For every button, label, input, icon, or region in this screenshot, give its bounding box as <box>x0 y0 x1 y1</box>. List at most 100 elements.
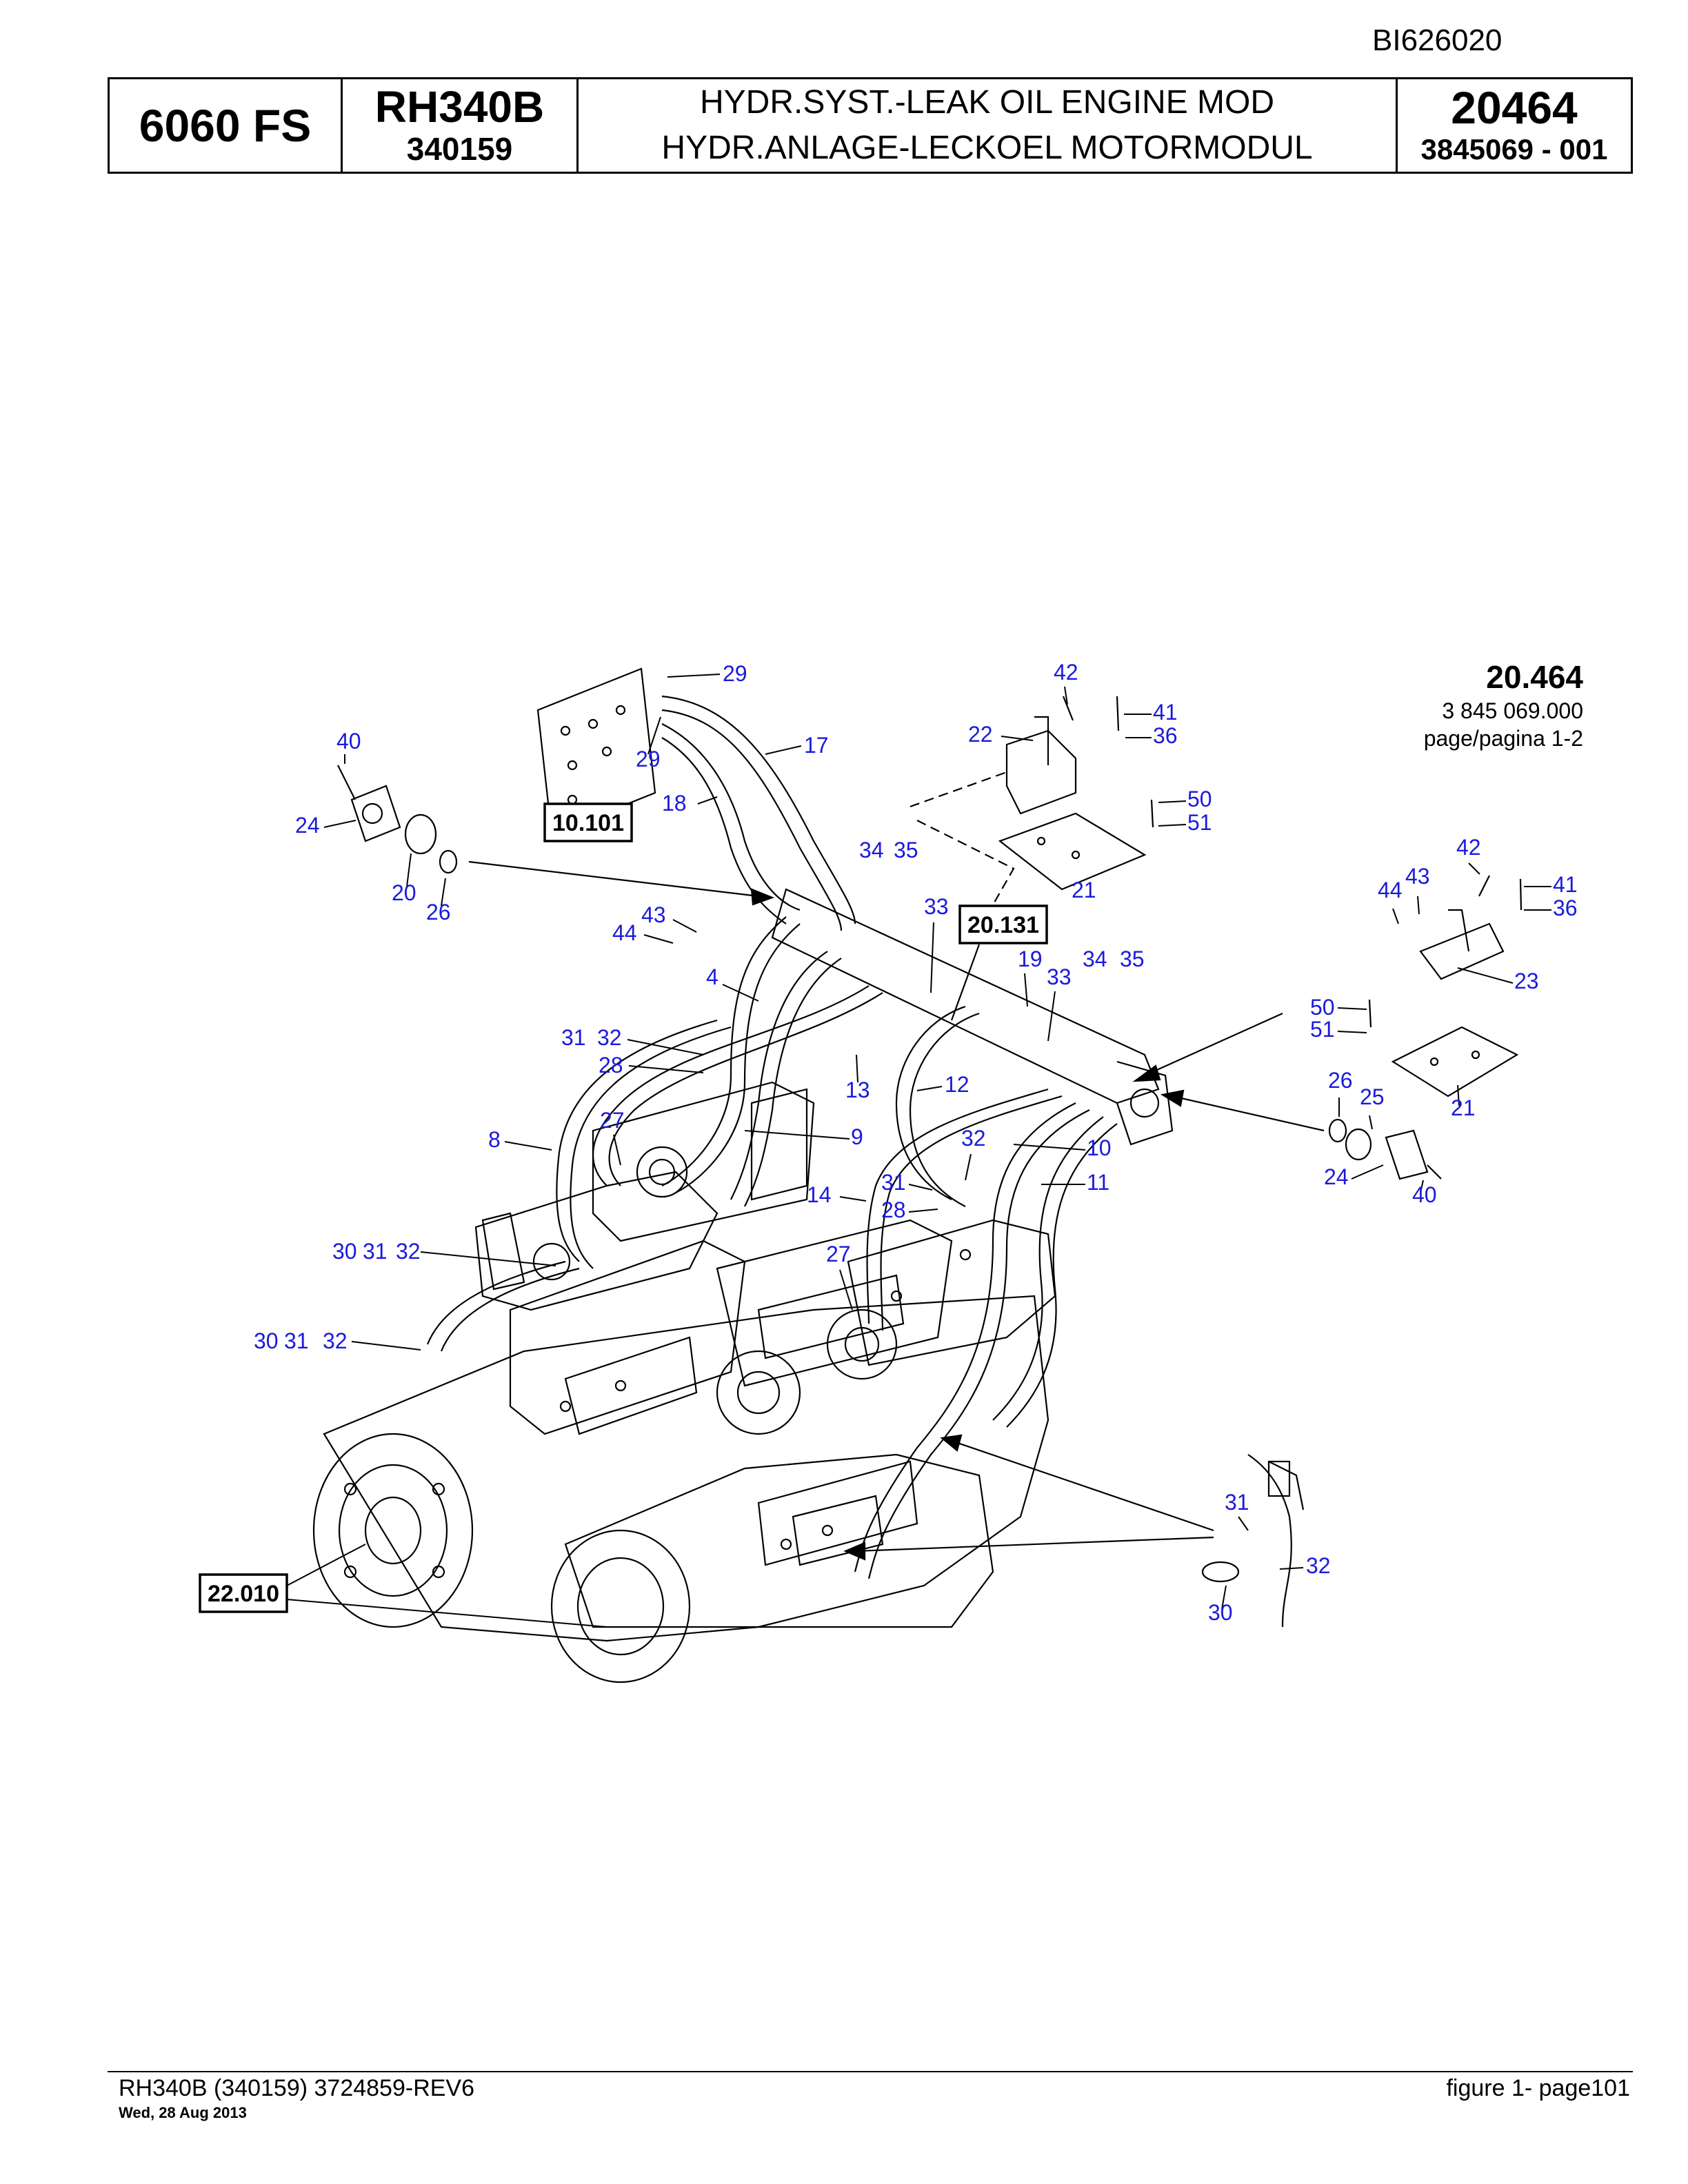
callout-leader <box>1457 967 1514 984</box>
callout-label: 19 <box>1018 947 1043 971</box>
callout-leader <box>1337 1007 1367 1010</box>
drawing-number: 3 845 069.000 <box>1442 698 1583 723</box>
callout-label: 36 <box>1153 723 1178 748</box>
footer-date: Wed, 28 Aug 2013 <box>119 2104 247 2121</box>
callout-label: 50 <box>1187 787 1212 811</box>
callout-label: 8 <box>488 1127 501 1152</box>
callout-leader <box>1158 800 1187 803</box>
document-id: BI626020 <box>1372 23 1503 57</box>
callout-leader <box>1064 686 1068 705</box>
callout-label: 27 <box>826 1242 851 1266</box>
ref-box-leaders <box>286 1544 607 1628</box>
ref-box-20131: 20.131 <box>958 904 1048 944</box>
callout-leader <box>504 1141 552 1151</box>
callout-label: 34 <box>859 838 884 862</box>
group-number: 20464 <box>1451 82 1578 133</box>
callout-leader <box>441 878 446 907</box>
callout-label: 42 <box>1054 660 1078 685</box>
callout-leader <box>965 1153 972 1181</box>
callout-label: 9 <box>851 1124 863 1149</box>
callout-label: 26 <box>1328 1068 1353 1093</box>
callout-label: 28 <box>881 1197 906 1222</box>
part-number: 3845069 - 001 <box>1420 133 1608 165</box>
callout-label: 27 <box>600 1108 625 1133</box>
callout-label: 21 <box>1451 1095 1476 1120</box>
callout-label: 40 <box>336 729 361 754</box>
callout-leader <box>420 1251 556 1266</box>
callout-leader <box>1457 1084 1460 1106</box>
callout-label: 24 <box>1324 1164 1349 1189</box>
callout-leader <box>1279 1567 1304 1570</box>
callout-leader <box>1337 1031 1367 1033</box>
footer-page-ref: figure 1- page101 <box>1446 2075 1630 2101</box>
title-german: HYDR.ANLAGE-LECKOEL MOTORMODUL <box>661 130 1313 166</box>
callout-label: 12 <box>945 1072 969 1097</box>
serial-label: 340159 <box>406 131 513 167</box>
callout-leader <box>930 922 934 993</box>
callout-label: 31 <box>1225 1490 1249 1515</box>
machine-cell: RH340B 340159 <box>343 79 579 172</box>
callout-label: 33 <box>1047 964 1072 989</box>
callout-leader <box>1238 1516 1249 1531</box>
callout-label: 31 <box>561 1025 586 1050</box>
callout-leader <box>697 796 718 805</box>
callout-leader <box>1001 736 1034 741</box>
callout-label: 33 <box>924 894 949 919</box>
mounting-parts <box>337 667 1523 1180</box>
callout-leader <box>1024 973 1028 1007</box>
title-cell: HYDR.SYST.-LEAK OIL ENGINE MOD HYDR.ANLA… <box>579 79 1398 172</box>
callout-label: 13 <box>845 1078 870 1102</box>
callout-leader <box>916 1086 943 1091</box>
callout-leader <box>1351 1164 1384 1180</box>
callout-label: 32 <box>961 1126 986 1151</box>
callout-leader <box>908 1209 938 1213</box>
callout-label: 43 <box>1405 864 1430 889</box>
callout-label: 29 <box>636 747 661 771</box>
callout-label: 30 <box>254 1328 279 1353</box>
callout-label: 32 <box>396 1239 421 1264</box>
callout-label: 35 <box>894 838 918 862</box>
callout-label: 22 <box>968 722 993 747</box>
callout-label: 50 <box>1310 995 1335 1020</box>
callout-label: 29 <box>723 661 747 686</box>
callout-label: 20 <box>392 880 416 905</box>
callout-leader <box>908 1184 933 1191</box>
callout-label: 24 <box>295 813 320 838</box>
callout-leader <box>1047 991 1056 1042</box>
callout-label: 35 <box>1120 947 1145 971</box>
callout-label: 26 <box>426 900 451 924</box>
callout-label: 32 <box>1306 1553 1331 1578</box>
callout-leader <box>667 674 721 678</box>
callout-label: 44 <box>612 920 637 945</box>
ref-box-22010-label: 22.010 <box>208 1581 279 1607</box>
engine-module-drawing <box>312 1081 1056 1684</box>
callout-leader <box>1468 862 1480 875</box>
callout-label: 4 <box>706 964 719 989</box>
callout-leader <box>856 1054 858 1083</box>
callout-label: 18 <box>662 791 687 816</box>
callout-leader <box>1221 1585 1227 1610</box>
callout-leader <box>1369 1115 1373 1130</box>
callout-leader <box>406 853 412 887</box>
callout-label: 30 <box>332 1239 357 1264</box>
callout-label: 17 <box>804 733 829 758</box>
callout-label: 44 <box>1378 878 1403 902</box>
figure-ref-number: 20.464 <box>1486 659 1583 695</box>
group-number-cell: 20464 3845069 - 001 <box>1398 79 1631 172</box>
callout-leader <box>643 934 674 944</box>
callout-leader <box>351 1341 421 1351</box>
callout-leader <box>839 1269 853 1311</box>
title-english: HYDR.SYST.-LEAK OIL ENGINE MOD <box>699 84 1275 121</box>
callout-leader <box>744 1130 850 1140</box>
callout-leader <box>722 984 759 1002</box>
footer-rule <box>108 2071 1633 2072</box>
callout-label: 10 <box>1087 1135 1112 1160</box>
callout-label: 23 <box>1514 969 1539 993</box>
callout-label: 41 <box>1153 700 1178 725</box>
callout-label: 32 <box>597 1025 622 1050</box>
callout-label: 31 <box>284 1328 309 1353</box>
callout-label: 32 <box>323 1328 348 1353</box>
footer-document-ref: RH340B (340159) 3724859-REV6 <box>119 2075 475 2101</box>
machine-label: RH340B <box>374 82 545 132</box>
